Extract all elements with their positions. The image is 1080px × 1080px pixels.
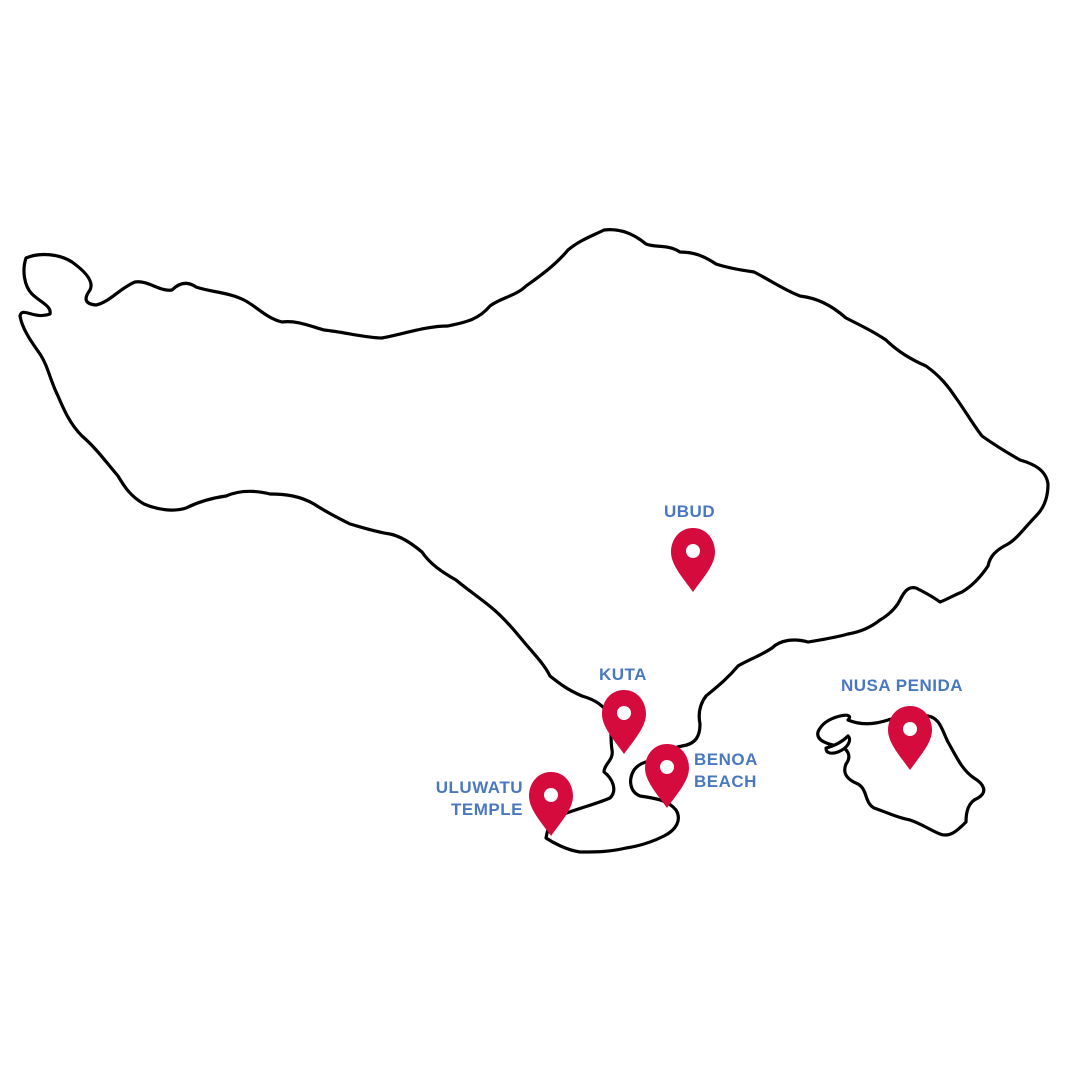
uluwatu-label-line1: ULUWATU xyxy=(435,778,523,797)
kuta-label-text: KUTA xyxy=(599,665,647,684)
benoa-label-line2: BEACH xyxy=(694,772,757,791)
nusa-penida-label-text: NUSA PENIDA xyxy=(841,676,963,695)
benoa-label-line1: BENOA xyxy=(694,750,758,769)
bali-island-outline xyxy=(18,228,1050,854)
ubud-label-text: UBUD xyxy=(664,502,716,521)
nusa-penida-outline xyxy=(816,713,986,837)
ubud-label[interactable]: UBUD xyxy=(664,501,715,523)
uluwatu-label-line2: TEMPLE xyxy=(451,800,523,819)
nusa-lembongan-outline xyxy=(824,734,852,755)
benoa-beach-label[interactable]: BENOA BEACH xyxy=(694,749,758,793)
uluwatu-temple-label[interactable]: ULUWATU TEMPLE xyxy=(436,777,523,821)
nusa-penida-label[interactable]: NUSA PENIDA xyxy=(841,675,963,697)
kuta-label[interactable]: KUTA xyxy=(599,664,647,686)
